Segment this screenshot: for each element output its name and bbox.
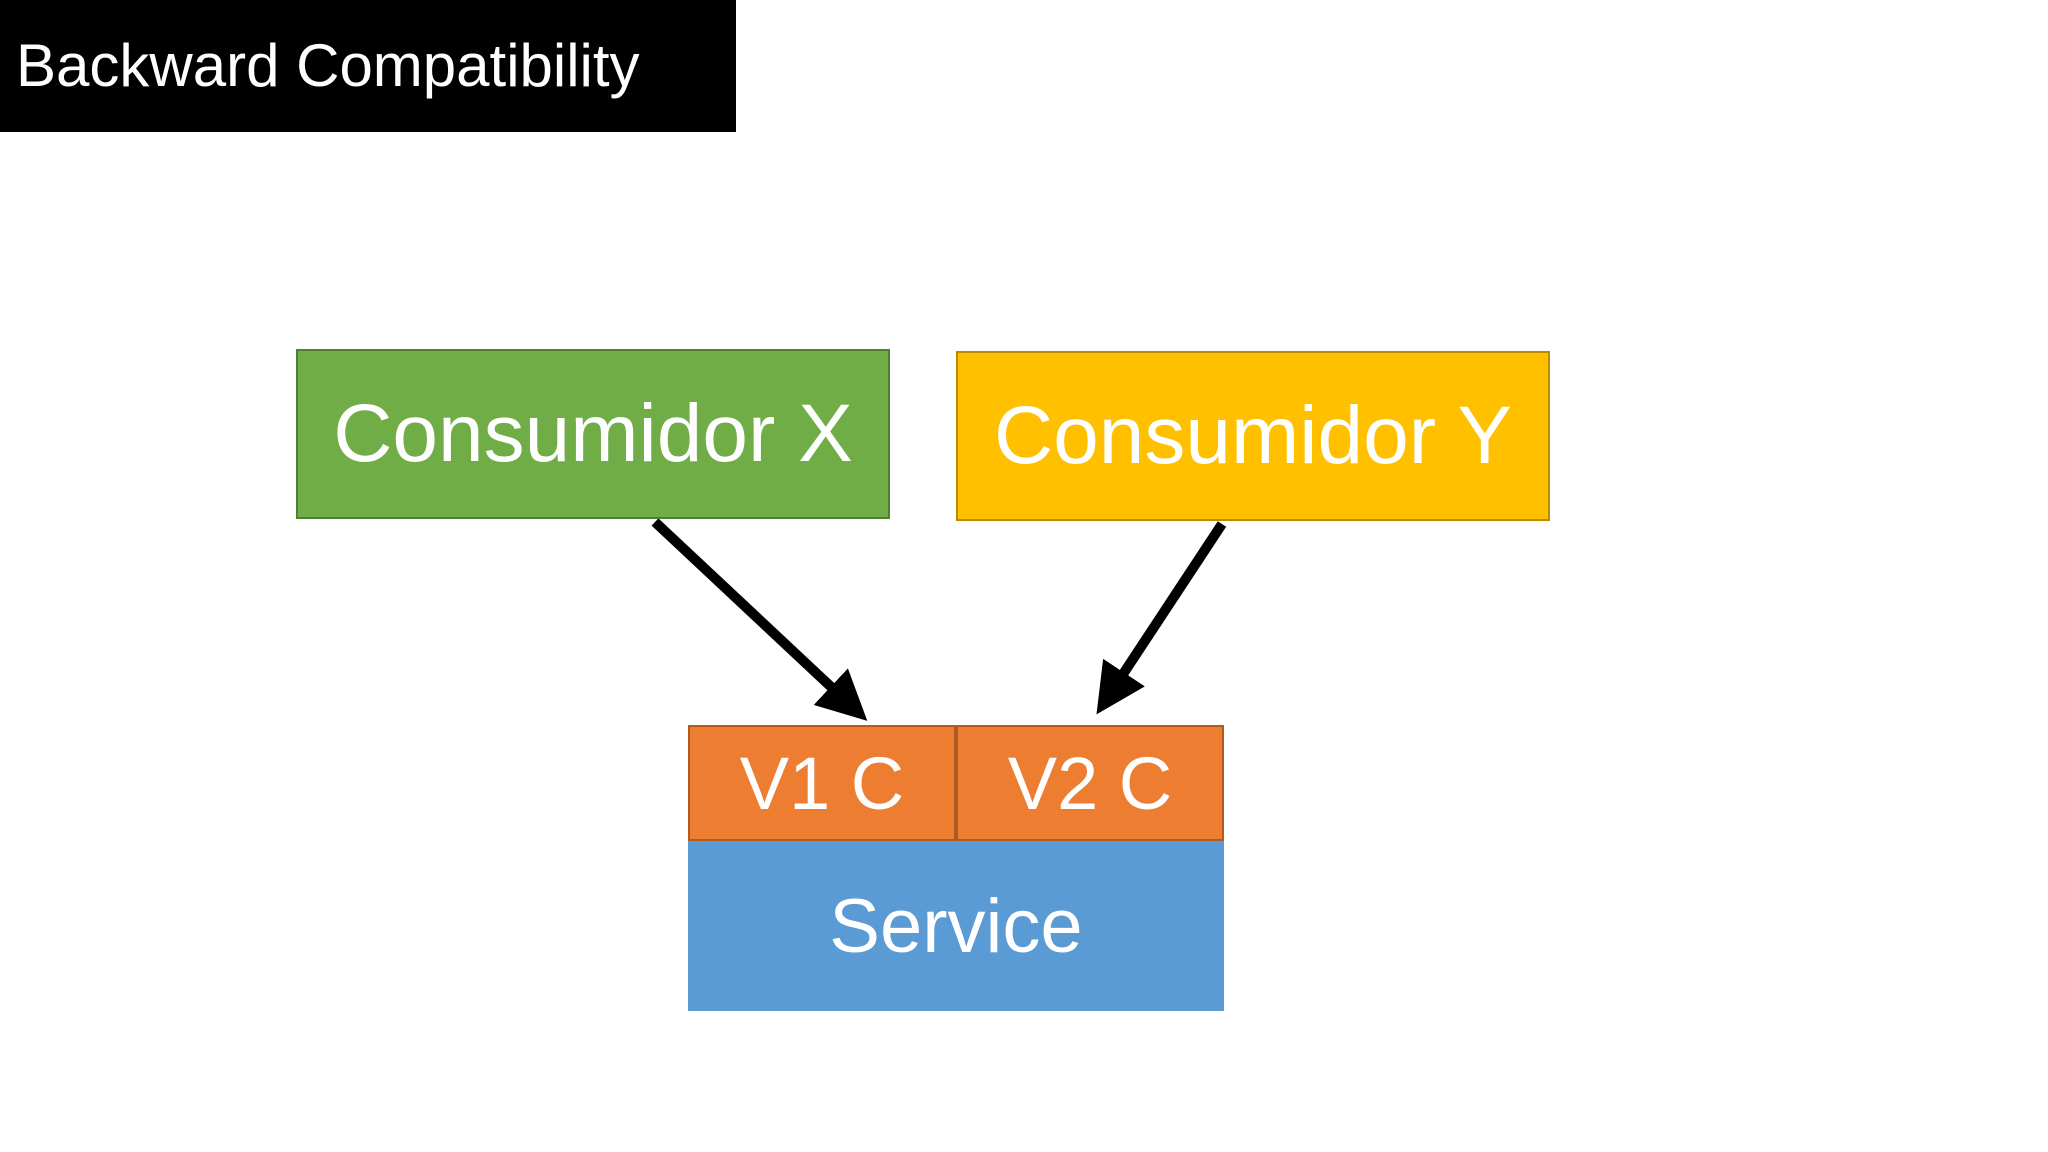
slide-title: Backward Compatibility (0, 0, 736, 132)
v1-contract-label: V1 C (739, 741, 905, 825)
arrow-consumer-y-to-v2 (1096, 521, 1227, 715)
v2-contract-label: V2 C (1007, 741, 1173, 825)
arrow-consumer-x-to-v1 (651, 518, 868, 721)
consumer-x-label: Consumidor X (333, 388, 853, 479)
consumer-y-label: Consumidor Y (993, 390, 1513, 481)
v2-contract-box: V2 C (956, 725, 1224, 841)
service-label: Service (829, 883, 1083, 969)
v1-contract-box: V1 C (688, 725, 956, 841)
consumer-y-box: Consumidor Y (956, 351, 1550, 521)
service-box: Service (688, 841, 1224, 1011)
consumer-x-box: Consumidor X (296, 349, 890, 519)
